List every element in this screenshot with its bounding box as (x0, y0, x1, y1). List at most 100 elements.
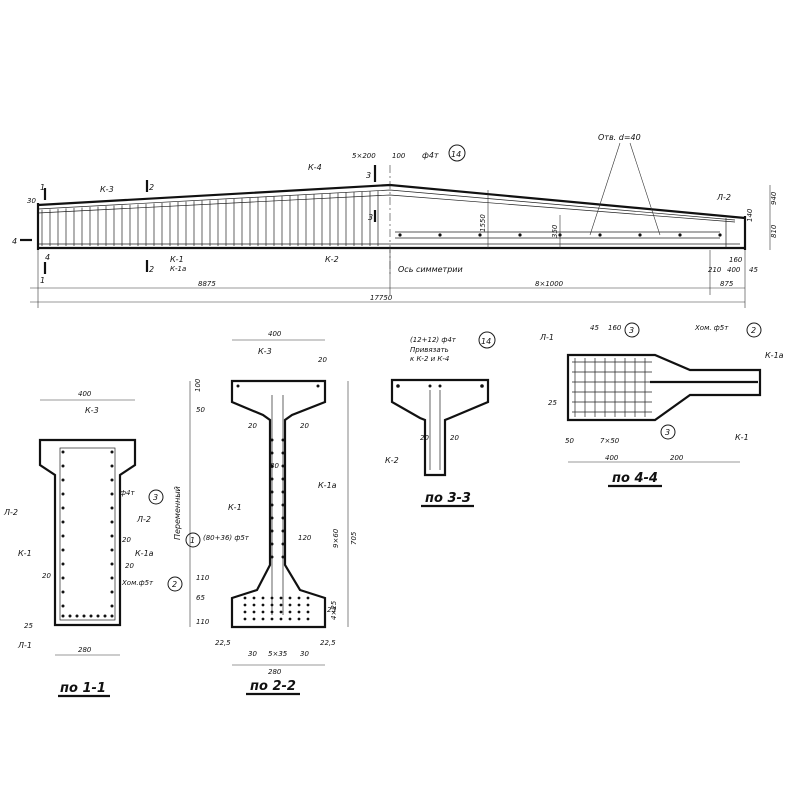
bar-dot (270, 555, 274, 559)
section-3-3: (12+12) ф4т 14 Привязать к К-2 и К-4 К-2… (385, 331, 496, 508)
marker-1-bottom: 1 (40, 276, 45, 285)
label-k4: К-4 (308, 163, 322, 172)
bar-dot (61, 614, 65, 618)
dim-210: 210 (708, 266, 722, 274)
s44-dim-200: 200 (670, 454, 684, 462)
dim-875: 875 (720, 280, 734, 288)
bar-dot (75, 614, 79, 618)
s33-header-note: (12+12) ф4т (410, 336, 457, 344)
s33-label-20b: 20 (450, 434, 459, 442)
bar-dot (270, 451, 274, 455)
bar-dot (261, 610, 265, 614)
s22-callout-1: 1 (190, 536, 195, 545)
s22-label-k1: К-1 (228, 503, 242, 512)
section-4-4-outline (566, 353, 762, 422)
marker-2-top: 2 (149, 183, 154, 192)
label-l2: Л-2 (716, 193, 731, 202)
right-half-bar-dots (398, 233, 722, 237)
bar-dot (61, 520, 65, 524)
s22-dim-110b: 110 (196, 618, 210, 626)
s44-dim-400: 400 (605, 454, 619, 462)
bar-dot (270, 610, 274, 614)
dim-5x200: 5×200 (352, 152, 376, 160)
bar-dot (110, 590, 114, 594)
s22-label-k1a: К-1а (318, 481, 337, 490)
bar-dot (110, 520, 114, 524)
s22-dim-4x25: 4×25 (330, 600, 338, 620)
bar-dot (297, 596, 301, 600)
section-1-1-outline (38, 438, 137, 627)
bar-dot (261, 596, 265, 600)
bar-dot (279, 603, 283, 607)
s22-dim-22-5a: 22,5 (215, 639, 231, 647)
s44-dim-25: 25 (548, 399, 557, 407)
bar-dot (243, 603, 247, 607)
bar-dot (297, 610, 301, 614)
bar-dot (82, 614, 86, 618)
bar-dot (270, 617, 274, 621)
dim-8875: 8875 (198, 280, 216, 288)
bar-dot (279, 617, 283, 621)
bar-dot (281, 451, 285, 455)
bar-dot (110, 614, 114, 618)
section-2-2-outline (230, 379, 327, 629)
s33-callout-14-circle (478, 331, 496, 349)
bar-dot (438, 384, 442, 388)
bar-dot (270, 542, 274, 546)
bar-dot (279, 596, 283, 600)
s22-dim-110a: 110 (196, 574, 210, 582)
bar-dot (438, 233, 442, 237)
bar-dot (61, 464, 65, 468)
dim-45: 45 (749, 266, 758, 274)
bar-dot (110, 576, 114, 580)
bar-dot (270, 503, 274, 507)
bar-dot (638, 233, 642, 237)
s22-dim-400: 400 (268, 330, 282, 338)
section-4-4-grid (572, 358, 758, 417)
bar-dot (281, 503, 285, 507)
s44-callout-3: 3 (629, 326, 634, 335)
bar-dot (428, 384, 432, 388)
bar-dot (110, 548, 114, 552)
bar-dot (110, 492, 114, 496)
label-k1: К-1 (170, 255, 184, 264)
bar-dot (270, 596, 274, 600)
s11-callout-2-circle (167, 576, 183, 592)
dim-140: 140 (746, 208, 754, 222)
bar-dot (598, 233, 602, 237)
bar-dot (281, 477, 285, 481)
marker-4-left: 4 (12, 237, 17, 246)
bar-dot (252, 603, 256, 607)
section-2-2-bars (236, 384, 320, 621)
s44-callout-3b: 3 (665, 428, 670, 437)
s11-dim-400: 400 (78, 390, 92, 398)
bar-dot (61, 492, 65, 496)
s44-label-k1: К-1 (735, 433, 749, 442)
dim-350: 350 (551, 224, 559, 238)
s22-dim-20c: 20 (300, 422, 309, 430)
bar-dot (261, 603, 265, 607)
bar-dot (243, 610, 247, 614)
opening-leader (589, 142, 621, 236)
callout-14-circle (448, 144, 466, 162)
top-rebar-line (37, 189, 736, 221)
dim-810: 810 (770, 224, 778, 238)
reinforcement-cage-grid (41, 190, 379, 246)
bar-dot (270, 438, 274, 442)
bar-dot (252, 610, 256, 614)
s44-callout-2-circle (746, 322, 762, 338)
dim-30: 30 (27, 197, 36, 205)
bar-dot (270, 529, 274, 533)
bar-dot (306, 603, 310, 607)
bar-dot (61, 506, 65, 510)
dim-100: 100 (392, 152, 406, 160)
s22-dim-9x60: 9×60 (332, 528, 340, 548)
callout-14: 14 (451, 150, 461, 159)
s44-title: по 4-4 (612, 471, 658, 486)
bar-dot (61, 604, 65, 608)
s11-dim-280: 280 (78, 646, 92, 654)
s44-dim-7x50: 7×50 (600, 437, 620, 445)
bar-dot (279, 610, 283, 614)
s44-label-k1a: К-1а (765, 351, 784, 360)
